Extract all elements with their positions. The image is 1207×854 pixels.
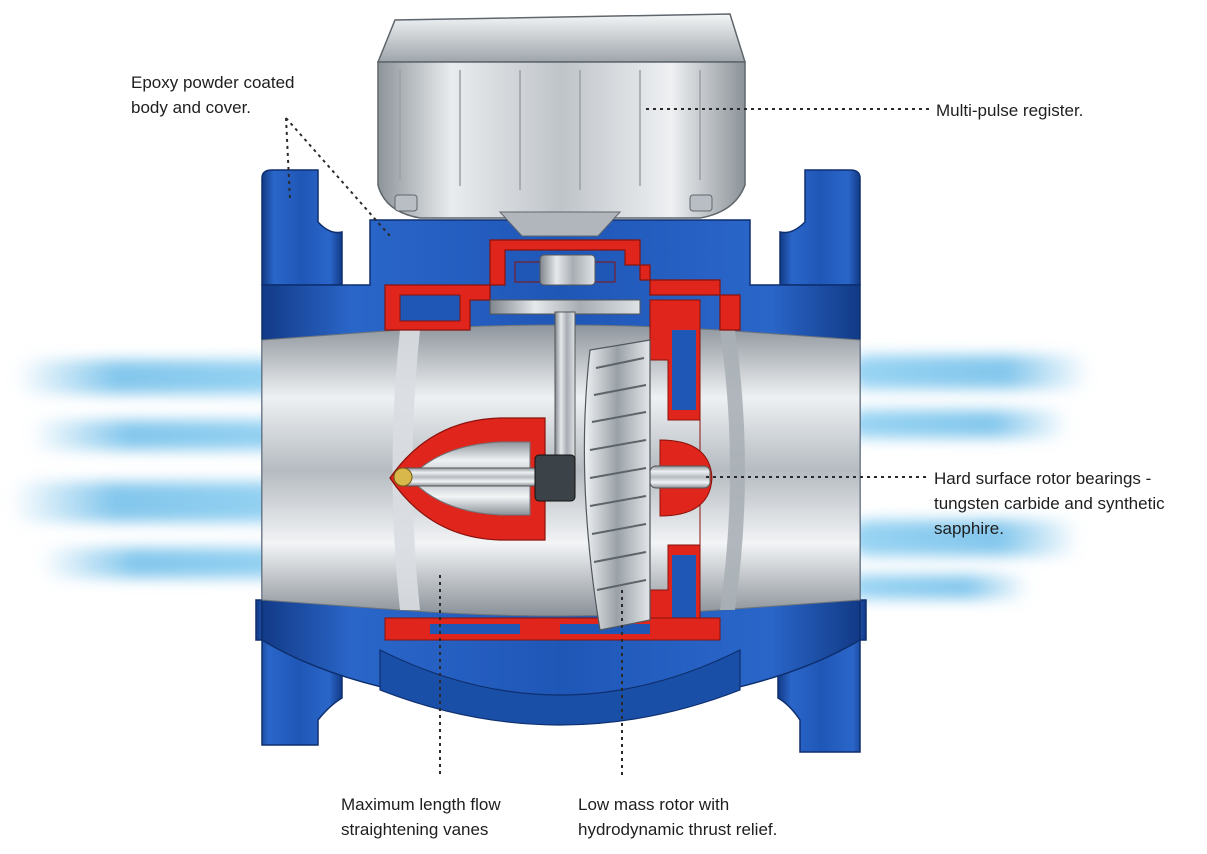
measuring-insert-section — [384, 239, 741, 641]
callout-bearings-line1: Hard surface rotor bearings - — [934, 469, 1152, 488]
leader-epoxy — [285, 117, 391, 237]
water-flow-right — [850, 355, 1090, 599]
callout-low-mass-rotor: Low mass rotor with hydrodynamic thrust … — [578, 792, 777, 842]
callout-epoxy-line1: Epoxy powder coated — [131, 73, 295, 92]
rotor — [534, 339, 651, 631]
water-flow-left — [10, 360, 310, 578]
callout-register-line1: Multi-pulse register. — [936, 101, 1084, 120]
callout-multi-pulse-register: Multi-pulse register. — [936, 98, 1083, 123]
callout-vanes-line2: straightening vanes — [341, 820, 489, 839]
callout-vanes-line1: Maximum length flow — [341, 795, 501, 814]
callout-rotor-line2: hydrodynamic thrust relief. — [578, 820, 778, 839]
callout-bearings-line2: tungsten carbide and synthetic — [934, 494, 1165, 513]
multi-pulse-register — [376, 13, 747, 237]
callout-rotor-bearings: Hard surface rotor bearings - tungsten c… — [934, 466, 1165, 541]
callout-bearings-line3: sapphire. — [934, 519, 1004, 538]
callout-epoxy-coating: Epoxy powder coated body and cover. — [131, 70, 295, 120]
callout-straightening-vanes: Maximum length flow straightening vanes — [341, 792, 501, 842]
leader-lines — [285, 108, 930, 778]
callout-rotor-line1: Low mass rotor with — [578, 795, 730, 814]
callout-epoxy-line2: body and cover. — [131, 98, 252, 117]
